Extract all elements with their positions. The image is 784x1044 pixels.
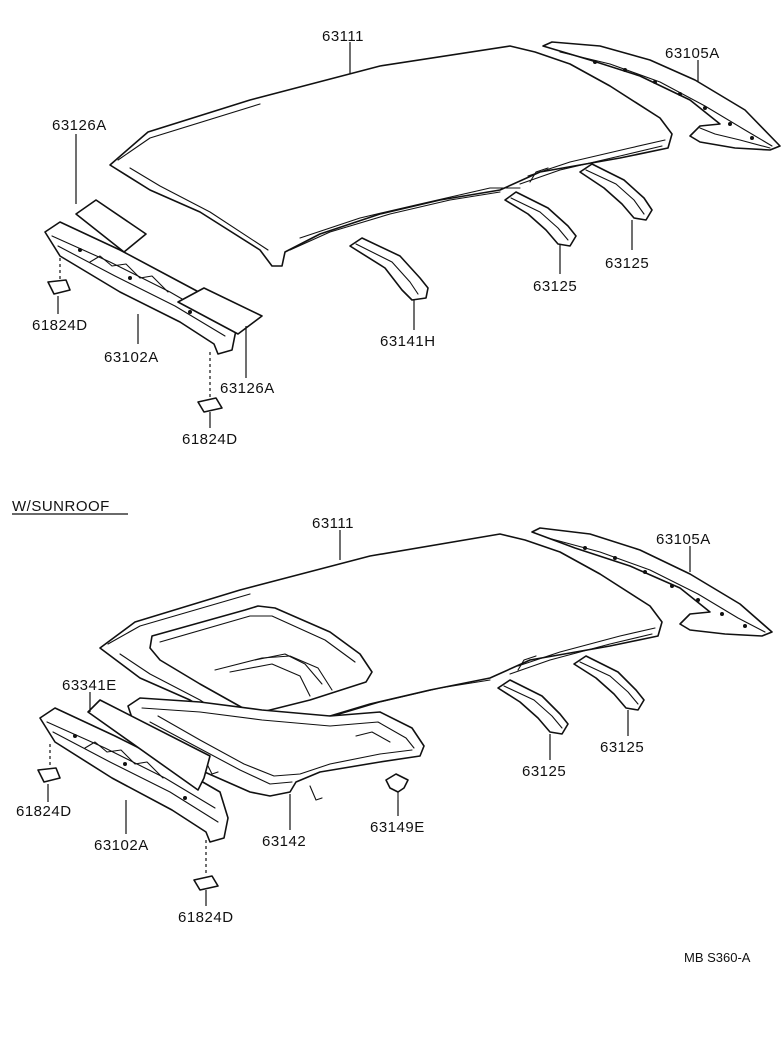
top-roof-bow-middle-label: 63125 xyxy=(533,278,577,295)
top-diagram: 63111 63105A 63126A 61824D 63102A 63126A… xyxy=(32,28,781,448)
bottom-front-pad-label: 63341E xyxy=(62,677,117,694)
bottom-side-rail-part xyxy=(531,527,773,637)
bottom-roof-bow-middle-label: 63125 xyxy=(522,763,566,780)
top-plug-left-part xyxy=(47,279,71,295)
bottom-roof-bow-rear-part xyxy=(573,655,645,711)
top-front-pad-right-part xyxy=(177,287,263,335)
top-front-pad-right-label: 63126A xyxy=(220,380,275,397)
top-roof-bow-front-part xyxy=(349,237,429,301)
bottom-plug-left-part xyxy=(37,767,61,783)
bottom-roof-bow-middle-part xyxy=(497,679,569,735)
top-roof-bow-middle-part xyxy=(504,191,577,247)
diagram-code: MB S360-A xyxy=(684,950,751,965)
top-roof-panel-label: 63111 xyxy=(322,28,364,45)
top-plug-bottom-part xyxy=(197,397,223,413)
bottom-roof-panel-part xyxy=(99,533,663,753)
bottom-front-header-part xyxy=(39,707,229,843)
bottom-clip-label: 63149E xyxy=(370,819,425,836)
bottom-plug-bottom-part xyxy=(193,875,219,891)
top-roof-panel-part xyxy=(109,45,673,267)
top-roof-bow-front-label: 63141H xyxy=(380,333,436,350)
bottom-roof-panel-label: 63111 xyxy=(312,515,354,532)
bottom-roof-bow-rear-label: 63125 xyxy=(600,739,644,756)
bottom-plug-bottom-label: 61824D xyxy=(178,909,234,926)
top-front-pad-left-label: 63126A xyxy=(52,117,107,134)
top-roof-bow-rear-part xyxy=(579,163,653,221)
bottom-diagram: 63111 63105A 63341E 61824D 63102A 63142 … xyxy=(16,515,773,926)
bottom-side-rail-label: 63105A xyxy=(656,531,711,548)
top-front-header-part xyxy=(44,221,237,355)
bottom-plug-left-label: 61824D xyxy=(16,803,72,820)
bottom-clip-part xyxy=(385,773,409,801)
bottom-sunroof-reinforcement-label: 63142 xyxy=(262,833,306,850)
top-plug-bottom-label: 61824D xyxy=(182,431,238,448)
top-side-rail-label: 63105A xyxy=(665,45,720,62)
top-front-header-label: 63102A xyxy=(104,349,159,366)
top-plug-left-label: 61824D xyxy=(32,317,88,334)
top-front-pad-left-part xyxy=(75,199,147,253)
bottom-front-pad-part xyxy=(87,699,211,791)
sunroof-section-heading: W/SUNROOF xyxy=(12,498,128,515)
top-side-rail-part xyxy=(542,41,781,151)
section-title: W/SUNROOF xyxy=(12,498,110,515)
bottom-front-header-label: 63102A xyxy=(94,837,149,854)
top-roof-bow-rear-label: 63125 xyxy=(605,255,649,272)
